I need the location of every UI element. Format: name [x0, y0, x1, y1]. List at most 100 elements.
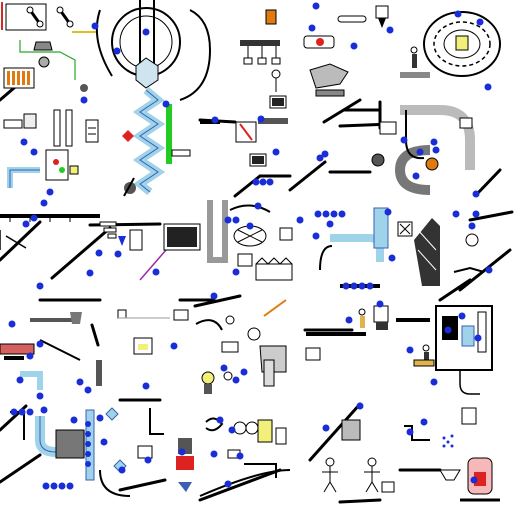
ball-icon[interactable]: [326, 220, 334, 228]
ball-icon[interactable]: [444, 326, 452, 334]
monitor-icon[interactable]: [461, 407, 477, 425]
tile-gear-junction[interactable]: [1, 2, 98, 92]
ball-icon[interactable]: [210, 450, 218, 458]
monitor-icon[interactable]: [173, 309, 189, 321]
ball-icon[interactable]: [316, 154, 324, 162]
ball-icon[interactable]: [476, 18, 484, 26]
hook[interactable]: [205, 417, 224, 432]
green-bar[interactable]: [166, 104, 172, 164]
ball-icon[interactable]: [400, 136, 408, 144]
tile-pump-tower[interactable]: [319, 207, 485, 288]
ball-icon[interactable]: [384, 208, 392, 216]
ball-icon[interactable]: [386, 26, 394, 34]
ball-icon[interactable]: [30, 148, 38, 156]
ball-icon[interactable]: [350, 42, 358, 50]
ball-icon[interactable]: [152, 268, 160, 276]
ball-icon[interactable]: [142, 28, 150, 36]
ball-icon[interactable]: [454, 10, 462, 18]
lamp-icon[interactable]: [201, 371, 215, 385]
ball-icon[interactable]: [36, 340, 44, 348]
ball-icon[interactable]: [430, 138, 438, 146]
ball-icon[interactable]: [22, 220, 30, 228]
tile-grinder-pit[interactable]: [227, 419, 287, 478]
ball-icon[interactable]: [412, 172, 420, 180]
gear-icon[interactable]: [245, 421, 259, 435]
ball-icon[interactable]: [95, 249, 103, 257]
tile-bench-press[interactable]: [0, 309, 189, 390]
switch-panel[interactable]: [85, 119, 99, 143]
tile-pipe-loop[interactable]: [371, 105, 475, 195]
ball-icon[interactable]: [178, 448, 186, 456]
ball-icon[interactable]: [144, 456, 152, 464]
ball-icon[interactable]: [220, 364, 228, 372]
ball-icon[interactable]: [91, 22, 99, 30]
ball-icon[interactable]: [416, 148, 424, 156]
ball-icon[interactable]: [228, 426, 236, 434]
ball-icon[interactable]: [20, 138, 28, 146]
ball-icon[interactable]: [474, 334, 482, 342]
ball-icon[interactable]: [308, 24, 316, 32]
ball-icon[interactable]: [356, 402, 364, 410]
ball-icon[interactable]: [142, 382, 150, 390]
ball-icon[interactable]: [345, 316, 353, 324]
gear-icon[interactable]: [233, 421, 247, 435]
ball-icon[interactable]: [472, 190, 480, 198]
ball-icon[interactable]: [40, 199, 48, 207]
ball-icon[interactable]: [216, 416, 224, 424]
ball-icon[interactable]: [485, 266, 493, 274]
ball-icon[interactable]: [46, 188, 54, 196]
funnel-icon[interactable]: [375, 5, 389, 19]
tile-cooler-duct[interactable]: [10, 407, 131, 497]
knob[interactable]: [223, 371, 233, 381]
ball-icon[interactable]: [312, 2, 320, 10]
ball-icon[interactable]: [30, 214, 38, 222]
ball-icon[interactable]: [232, 268, 240, 276]
seesaw[interactable]: [453, 266, 485, 273]
funnel-icon[interactable]: [439, 469, 461, 481]
crystal-icon[interactable]: [105, 407, 119, 421]
tile-conveyor-hall[interactable]: [0, 200, 293, 281]
ball-icon[interactable]: [224, 480, 232, 488]
tile-ramp-relay[interactable]: [200, 118, 288, 186]
lever-icon[interactable]: [123, 177, 135, 197]
lamp-icon[interactable]: [425, 157, 439, 171]
ball-icon[interactable]: [406, 346, 414, 354]
monitor-icon[interactable]: [3, 119, 23, 129]
tile-spiral-maze[interactable]: [337, 5, 501, 78]
gear-icon[interactable]: [38, 56, 50, 68]
ball-icon[interactable]: [114, 250, 122, 258]
ball-icon[interactable]: [36, 392, 44, 400]
orange-rod[interactable]: [263, 299, 287, 317]
monitor-icon[interactable]: [117, 309, 127, 319]
funnel-icon[interactable]: [70, 312, 82, 324]
ball-icon[interactable]: [468, 222, 476, 230]
red-gem[interactable]: [122, 130, 134, 142]
ball-icon[interactable]: [80, 96, 88, 104]
person-icon[interactable]: [424, 352, 429, 362]
ball-icon[interactable]: [432, 146, 440, 154]
ball-icon[interactable]: [118, 466, 126, 474]
ball-icon[interactable]: [113, 47, 121, 55]
ball-icon[interactable]: [388, 254, 396, 262]
ball-icon[interactable]: [296, 216, 304, 224]
fan-icon[interactable]: [371, 153, 385, 167]
ball-icon[interactable]: [240, 368, 248, 376]
ball-icon[interactable]: [96, 414, 104, 422]
ball-icon[interactable]: [210, 292, 218, 300]
ball-icon[interactable]: [40, 406, 48, 414]
ball-icon[interactable]: [100, 438, 108, 446]
ball-icon[interactable]: [162, 100, 170, 108]
monitor-icon[interactable]: [237, 253, 253, 267]
funnel-icon[interactable]: [118, 236, 126, 246]
ball-icon[interactable]: [472, 210, 480, 218]
ball-icon[interactable]: [8, 320, 16, 328]
ball-icon[interactable]: [272, 148, 280, 156]
ball-icon[interactable]: [84, 386, 92, 394]
ball-icon[interactable]: [232, 376, 240, 384]
ball-icon[interactable]: [321, 150, 329, 158]
tile-lab-console[interactable]: [3, 109, 136, 197]
ball-icon[interactable]: [322, 424, 330, 432]
ball-icon[interactable]: [26, 352, 34, 360]
ball-icon[interactable]: [86, 269, 94, 277]
